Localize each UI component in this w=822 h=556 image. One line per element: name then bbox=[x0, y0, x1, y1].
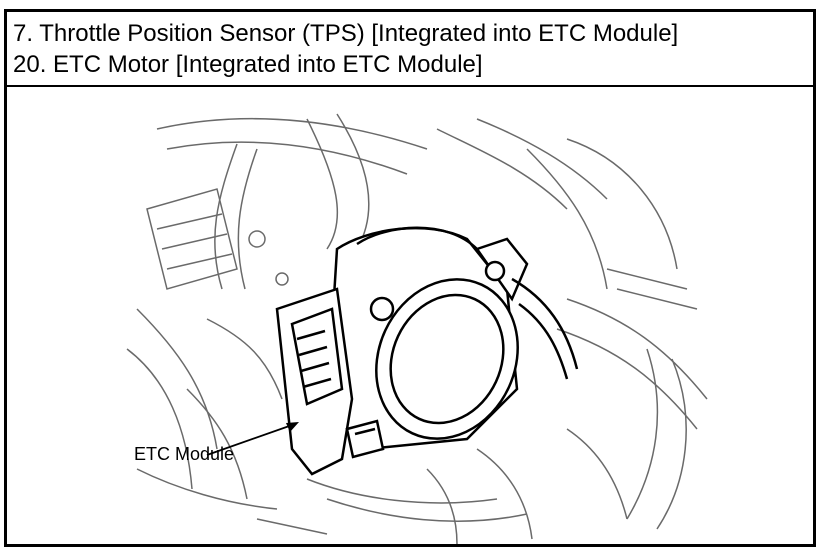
diagram-frame: 7. Throttle Position Sensor (TPS) [Integ… bbox=[4, 9, 816, 547]
engine-drawing bbox=[126, 113, 708, 544]
throttle-body bbox=[275, 226, 579, 476]
callout-arrow bbox=[206, 422, 299, 456]
background-engine-lines bbox=[126, 113, 708, 544]
engine-illustration bbox=[7, 89, 813, 544]
caption-line-etc-motor: 20. ETC Motor [Integrated into ETC Modul… bbox=[13, 51, 483, 78]
etc-module-callout-label: ETC Module bbox=[134, 444, 235, 464]
caption-line-tps: 7. Throttle Position Sensor (TPS) [Integ… bbox=[13, 20, 679, 47]
caption-box: 7. Throttle Position Sensor (TPS) [Integ… bbox=[7, 12, 813, 87]
